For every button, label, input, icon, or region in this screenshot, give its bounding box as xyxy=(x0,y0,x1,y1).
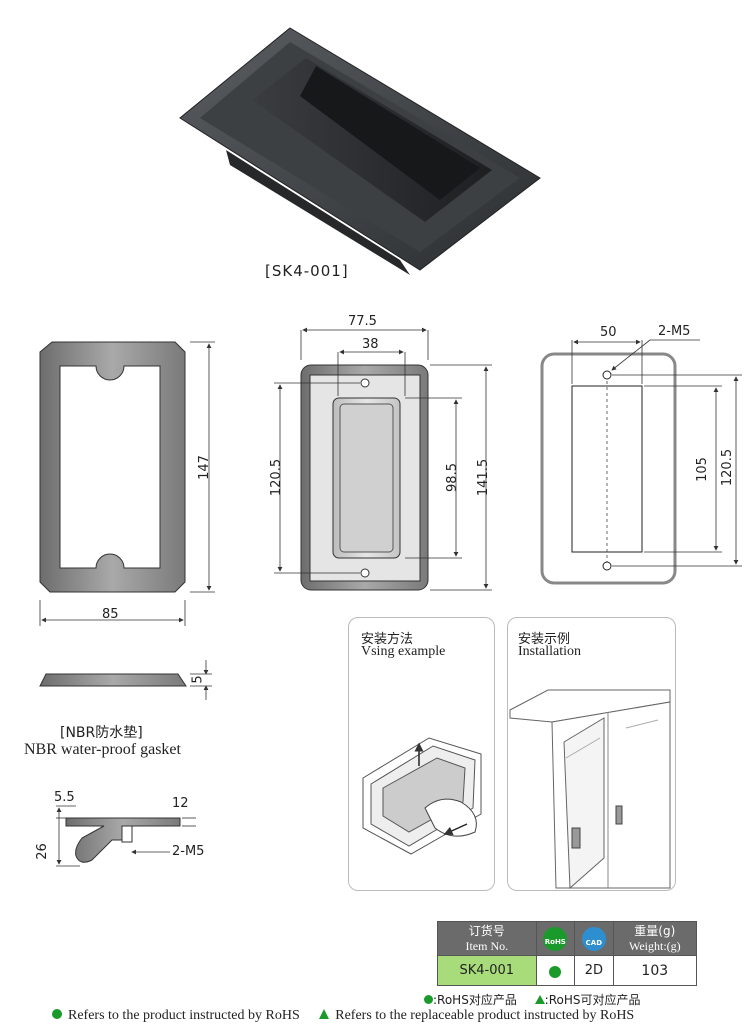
product-photo xyxy=(179,27,541,275)
header-cad: CAD xyxy=(574,921,614,956)
header-item-no: 订货号 Item No. xyxy=(437,921,537,956)
cutout-width-dim: 50 xyxy=(600,325,617,340)
rohs-triangle-icon xyxy=(534,995,545,1004)
legend-en-row: Refers to the product instructed by RoHS… xyxy=(52,1008,634,1024)
header-rohs: RoHS xyxy=(535,921,576,956)
usage-title-cn: 安装方法 xyxy=(361,632,414,647)
weight-cell: 103 xyxy=(612,955,698,986)
gasket-height-dim: 147 xyxy=(196,455,212,480)
front-outer-height-dim: 141.5 xyxy=(476,458,492,497)
gasket-front-view xyxy=(39,341,215,626)
installation-panel: 安装示例 Installation xyxy=(507,617,676,891)
section-d2-dim: 12 xyxy=(172,796,189,811)
cad-cell: 2D xyxy=(574,955,614,986)
spec-table: 订货号 Item No. RoHS CAD 重量(g) Weight:(g) S… xyxy=(437,921,698,986)
front-outer-width-dim: 77.5 xyxy=(348,314,377,329)
cutout-inner-height-dim: 105 xyxy=(694,457,710,482)
front-inner-height-dim: 98.5 xyxy=(444,463,460,492)
rohs-dot-icon xyxy=(549,965,562,978)
item-no-cell: SK4-001 xyxy=(437,955,537,986)
gasket-width-dim: 85 xyxy=(102,607,119,622)
install-title-cn: 安装示例 xyxy=(518,632,571,647)
section-d1-dim: 5.5 xyxy=(54,790,75,805)
header-weight: 重量(g) Weight:(g) xyxy=(612,921,698,956)
handle-front-view xyxy=(274,327,492,591)
rohs-cell xyxy=(535,955,576,986)
section-view xyxy=(56,805,196,867)
usage-title-en: Vsing example xyxy=(361,644,446,659)
gasket-thickness-dim: 5 xyxy=(190,675,206,684)
legend-rohs-cn: :RoHS对应产品 xyxy=(433,993,517,1007)
legend-rohs-en: Refers to the product instructed by RoHS xyxy=(68,1008,300,1023)
cad-icon: CAD xyxy=(581,926,606,951)
rohs-icon: RoHS xyxy=(543,926,568,951)
cutout-screw-dim: 2-M5 xyxy=(658,324,691,339)
legend-replace-cn: :RoHS可对应产品 xyxy=(544,993,641,1007)
table-row: SK4-001 2D 103 xyxy=(437,955,698,986)
legend-replace-en: Refers to the replaceable product instru… xyxy=(335,1008,635,1023)
rohs-dot-icon xyxy=(424,995,433,1004)
locker-illustration xyxy=(509,689,671,890)
gasket-title-en: NBR water-proof gasket xyxy=(24,741,181,758)
section-screw-dim: 2-M5 xyxy=(172,844,205,859)
header-item-en: Item No. xyxy=(465,938,509,953)
header-item-cn: 订货号 xyxy=(468,923,505,938)
legend-cn-row: :RoHS对应产品 :RoHS可对应产品 xyxy=(424,991,640,1008)
header-weight-cn: 重量(g) xyxy=(634,923,676,938)
gasket-title-cn: [NBR防水垫] xyxy=(60,725,143,741)
install-title-en: Installation xyxy=(518,644,581,659)
cutout-outer-height-dim: 120.5 xyxy=(720,448,736,487)
product-label: [SK4-001] xyxy=(265,262,349,280)
cutout-view xyxy=(540,339,742,585)
front-inner-width-dim: 38 xyxy=(362,337,379,352)
section-depth-dim: 26 xyxy=(34,843,50,860)
rohs-dot-icon xyxy=(52,1009,62,1019)
usage-illustration xyxy=(362,737,482,855)
front-hole-pitch-dim: 120.5 xyxy=(269,458,285,497)
rohs-triangle-icon xyxy=(319,1009,330,1019)
usage-example-panel: 安装方法 Vsing example xyxy=(348,617,495,891)
gasket-side-view xyxy=(39,660,212,700)
header-weight-en: Weight:(g) xyxy=(628,938,681,953)
